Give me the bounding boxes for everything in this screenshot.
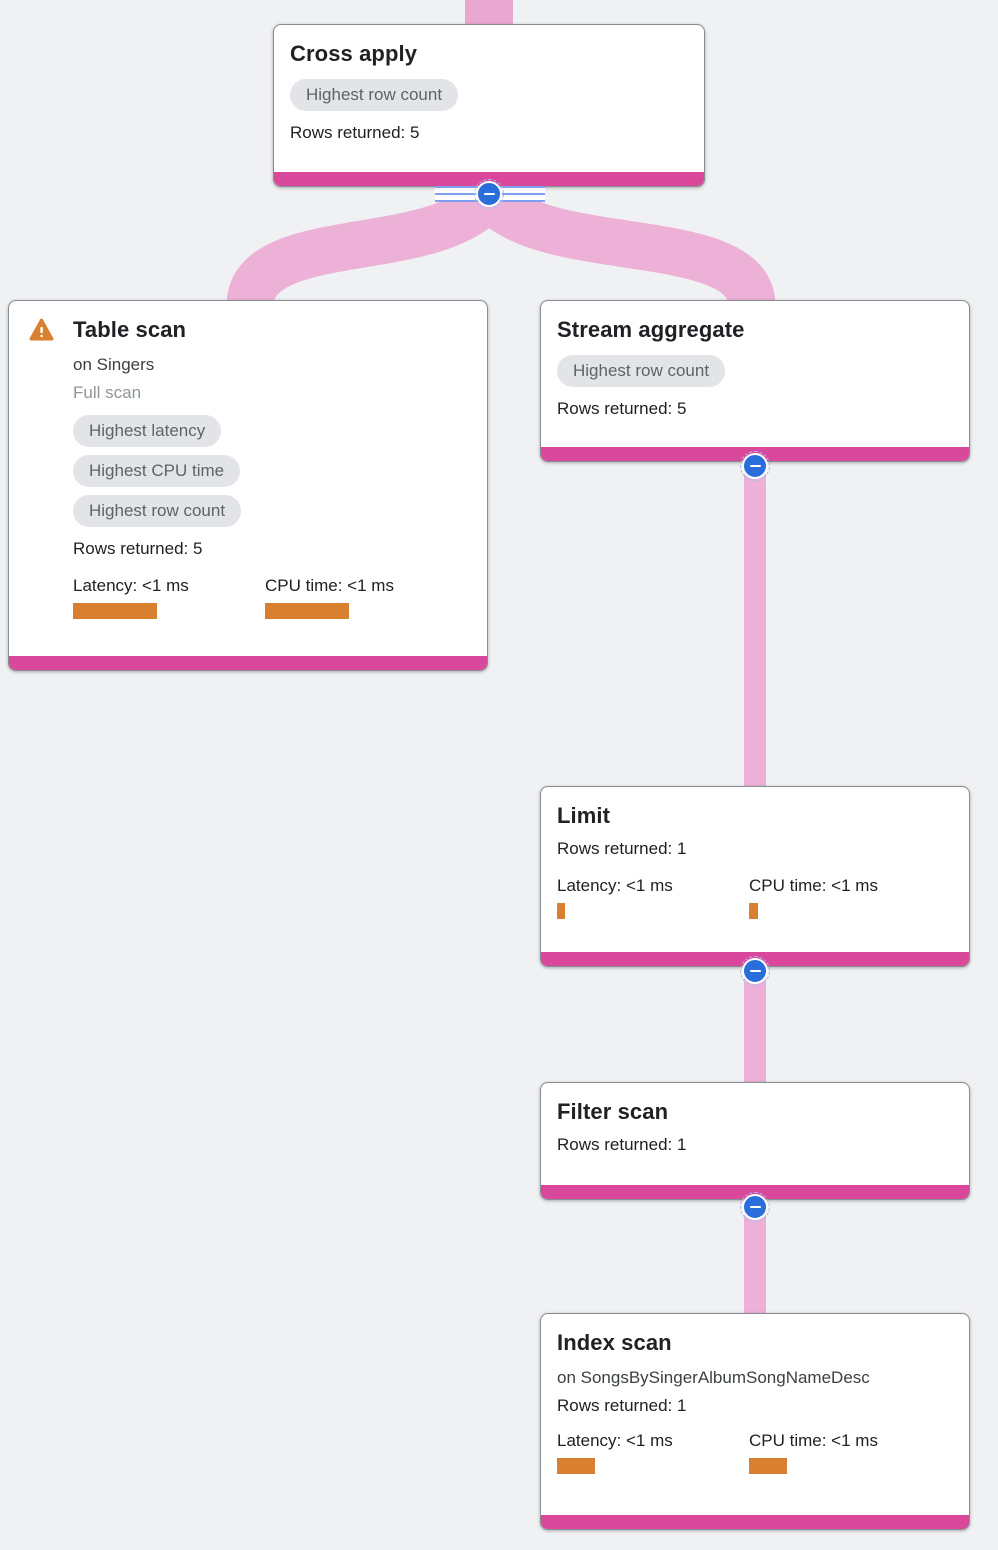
latency-label: Latency: <1 ms bbox=[557, 876, 673, 895]
collapse-button-cross-apply[interactable] bbox=[474, 179, 504, 209]
edge-limit-to-filter-scan bbox=[744, 955, 766, 1090]
rows-returned: Rows returned: 1 bbox=[557, 1396, 687, 1415]
minus-icon bbox=[749, 464, 761, 468]
rows-returned: Rows returned: 5 bbox=[73, 539, 203, 558]
latency-bar bbox=[73, 603, 157, 619]
latency-label: Latency: <1 ms bbox=[557, 1431, 673, 1450]
node-accent-bar bbox=[9, 656, 487, 670]
edge-filter-scan-to-index-scan bbox=[744, 1195, 766, 1320]
warning-icon bbox=[29, 318, 54, 341]
badge-highest-latency: Highest latency bbox=[73, 415, 222, 447]
latency-bar bbox=[557, 1458, 595, 1474]
minus-icon bbox=[749, 969, 761, 973]
rows-returned: Rows returned: 5 bbox=[290, 123, 420, 142]
node-index-scan[interactable]: Index scan on SongsBySingerAlbumSongName… bbox=[540, 1313, 970, 1530]
edge-cross-apply-to-stream-aggregate bbox=[470, 179, 776, 310]
node-accent-bar bbox=[274, 172, 704, 186]
scan-type: Full scan bbox=[73, 383, 142, 402]
collapse-button-stream-aggregate[interactable] bbox=[740, 451, 770, 481]
edge-cross-apply-to-table-scan bbox=[226, 179, 508, 309]
rows-returned: Rows returned: 5 bbox=[557, 399, 687, 418]
node-title: Cross apply bbox=[290, 41, 418, 66]
rows-returned: Rows returned: 1 bbox=[557, 1135, 687, 1154]
latency-label: Latency: <1 ms bbox=[73, 576, 189, 595]
node-table-scan[interactable]: Table scan on Singers Full scan Highest … bbox=[8, 300, 488, 671]
node-title: Index scan bbox=[557, 1330, 672, 1355]
latency-bar bbox=[557, 903, 565, 919]
scan-target: on Singers bbox=[73, 355, 155, 374]
node-title: Limit bbox=[557, 803, 611, 828]
cpu-time-label: CPU time: <1 ms bbox=[749, 1431, 878, 1450]
node-cross-apply[interactable]: Cross apply Highest row count Rows retur… bbox=[273, 24, 705, 187]
scan-target: on SongsBySingerAlbumSongNameDesc bbox=[557, 1368, 870, 1387]
node-limit[interactable]: Limit Rows returned: 1 Latency: <1 ms CP… bbox=[540, 786, 970, 967]
cpu-time-label: CPU time: <1 ms bbox=[749, 876, 878, 895]
cpu-time-bar bbox=[749, 1458, 787, 1474]
node-title: Filter scan bbox=[557, 1099, 669, 1124]
node-stream-aggregate[interactable]: Stream aggregate Highest row count Rows … bbox=[540, 300, 970, 462]
cpu-time-label: CPU time: <1 ms bbox=[265, 576, 394, 595]
minus-icon bbox=[749, 1205, 761, 1209]
node-filter-scan[interactable]: Filter scan Rows returned: 1 bbox=[540, 1082, 970, 1200]
edge-stream-aggregate-to-limit bbox=[744, 445, 766, 795]
collapse-button-limit[interactable] bbox=[740, 956, 770, 986]
badge-highest-row-count: Highest row count bbox=[73, 495, 242, 527]
badge-highest-row-count: Highest row count bbox=[557, 355, 726, 387]
node-accent-bar bbox=[541, 1515, 969, 1529]
node-title: Stream aggregate bbox=[557, 317, 745, 342]
cpu-time-bar bbox=[749, 903, 758, 919]
badge-highest-cpu-time: Highest CPU time bbox=[73, 455, 241, 487]
node-accent-bar bbox=[541, 1185, 969, 1199]
rows-returned: Rows returned: 1 bbox=[557, 839, 687, 858]
node-title: Table scan bbox=[73, 317, 187, 342]
collapse-button-filter-scan[interactable] bbox=[740, 1192, 770, 1222]
badge-highest-row-count: Highest row count bbox=[290, 79, 459, 111]
minus-icon bbox=[483, 192, 495, 196]
cpu-time-bar bbox=[265, 603, 349, 619]
